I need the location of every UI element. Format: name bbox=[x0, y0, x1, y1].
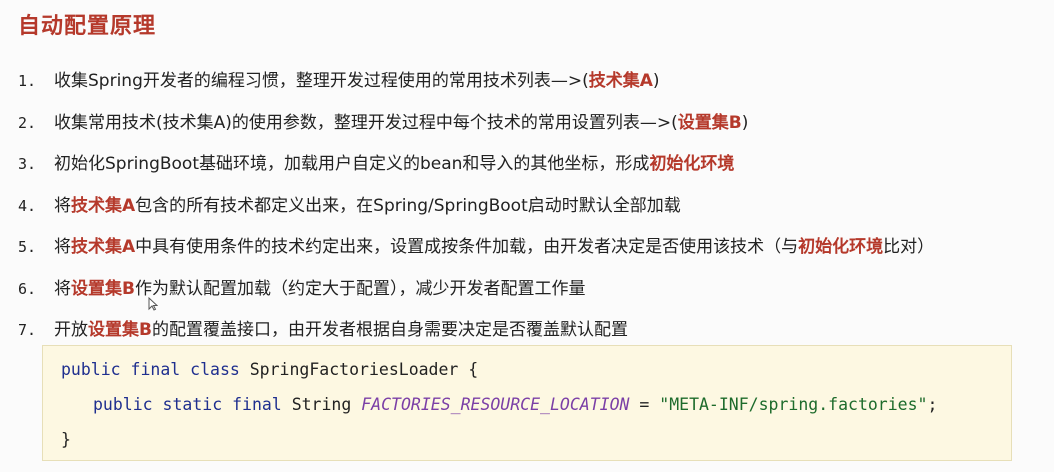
list-item-number: 7. bbox=[18, 321, 37, 339]
list-item: 1. 收集Spring开发者的编程习惯，整理开发过程使用的常用技术列表—>(技术集… bbox=[18, 66, 1048, 108]
code-assign: = bbox=[629, 395, 660, 414]
code-keyword: public final class bbox=[61, 360, 250, 379]
code-constant: FACTORIES_RESOURCE_LOCATION bbox=[361, 395, 630, 414]
highlight-term: 技术集A bbox=[71, 237, 136, 257]
mouse-cursor-icon bbox=[148, 297, 158, 311]
list-item-number: 6. bbox=[18, 279, 37, 298]
list-item-number: 4. bbox=[18, 196, 37, 215]
list-item: 5. 将技术集A中具有使用条件的技术约定出来，设置成按条件加载，由开发者决定是否使… bbox=[18, 232, 1048, 274]
text-segment: 将 bbox=[54, 278, 71, 299]
list-item-text: 收集Spring开发者的编程习惯，整理开发过程使用的常用技术列表—>(技术集A) bbox=[54, 66, 660, 96]
text-segment: 开放 bbox=[54, 320, 88, 340]
code-semicolon: ; bbox=[927, 395, 938, 414]
code-line-1: public final class SpringFactoriesLoader… bbox=[43, 357, 1011, 392]
code-brace-open: { bbox=[458, 360, 479, 379]
text-segment: ) bbox=[652, 71, 660, 91]
list-item-text: 将技术集A包含的所有技术都定义出来，在Spring/SpringBoot启动时默… bbox=[54, 191, 681, 221]
list-item-number: 1. bbox=[18, 72, 37, 90]
text-segment: 中具有使用条件的技术约定出来，设置成按条件加载，由开发者决定是否使用该技术（与 bbox=[135, 237, 799, 257]
list-item: 6. 将设置集B作为默认配置加载（约定大于配置），减少开发者配置工作量 bbox=[18, 274, 1048, 316]
text-segment: 比对） bbox=[883, 237, 935, 257]
code-line-2: public static final String FACTORIES_RES… bbox=[43, 392, 1011, 427]
text-segment: 收集Spring开发者的编程习惯，整理开发过程使用的常用技术列表—>( bbox=[54, 71, 589, 91]
list-item-number: 2. bbox=[18, 113, 37, 132]
list-item-number: 5. bbox=[18, 238, 37, 256]
text-segment: 的配置覆盖接口，由开发者根据自身需要决定是否覆盖默认配置 bbox=[151, 320, 628, 340]
list-item: 2. 收集常用技术(技术集A)的使用参数，整理开发过程中每个技术的常用设置列表—>… bbox=[18, 108, 1048, 150]
text-segment: 包含的所有技术都定义出来，在Spring/SpringBoot启动时默认全部加载 bbox=[135, 195, 681, 216]
list-item-text: 将技术集A中具有使用条件的技术约定出来，设置成按条件加载，由开发者决定是否使用该… bbox=[54, 232, 934, 262]
text-segment: 将 bbox=[54, 237, 71, 257]
code-modifiers: public static final bbox=[93, 395, 292, 414]
text-segment: 作为默认配置加载（约定大于配置），减少开发者配置工作量 bbox=[134, 278, 586, 299]
code-line-3: } bbox=[43, 427, 1011, 462]
highlight-term: 初始化环境 bbox=[798, 237, 884, 257]
code-string: "META-INF/spring.factories" bbox=[659, 395, 928, 414]
text-segment: 将 bbox=[54, 195, 71, 216]
list-item-number: 3. bbox=[18, 155, 37, 173]
code-type: String bbox=[291, 395, 362, 414]
list-item: 7. 开放设置集B的配置覆盖接口，由开发者根据自身需要决定是否覆盖默认配置 bbox=[18, 315, 1048, 357]
highlight-term: 技术集A bbox=[71, 195, 136, 216]
list-item: 3. 初始化SpringBoot基础环境，加载用户自定义的bean和导入的其他坐标… bbox=[18, 149, 1048, 191]
text-segment: ) bbox=[741, 112, 749, 133]
text-segment: 收集常用技术(技术集A)的使用参数，整理开发过程中每个技术的常用设置列表—>( bbox=[54, 112, 678, 133]
list-item-text: 初始化SpringBoot基础环境，加载用户自定义的bean和导入的其他坐标，形… bbox=[54, 149, 734, 179]
list-item-text: 收集常用技术(技术集A)的使用参数，整理开发过程中每个技术的常用设置列表—>(设… bbox=[54, 108, 748, 138]
highlight-term: 初始化环境 bbox=[649, 154, 735, 174]
highlight-term: 技术集A bbox=[588, 71, 653, 91]
principle-list: 1.收集Spring开发者的编程习惯，整理开发过程使用的常用技术列表—>(技术集… bbox=[18, 66, 1048, 357]
highlight-term: 设置集B bbox=[71, 278, 135, 299]
list-item-text: 开放设置集B的配置覆盖接口，由开发者根据自身需要决定是否覆盖默认配置 bbox=[54, 315, 628, 345]
highlight-term: 设置集B bbox=[677, 112, 742, 133]
list-item-text: 将设置集B作为默认配置加载（约定大于配置），减少开发者配置工作量 bbox=[54, 274, 585, 304]
page-title: 自动配置原理 bbox=[18, 14, 157, 39]
text-segment: 初始化SpringBoot基础环境，加载用户自定义的bean和导入的其他坐标，形… bbox=[54, 154, 650, 174]
list-item: 4. 将技术集A包含的所有技术都定义出来，在Spring/SpringBoot启动… bbox=[18, 191, 1048, 233]
code-class-name: SpringFactoriesLoader bbox=[249, 360, 459, 379]
highlight-term: 设置集B bbox=[88, 320, 152, 340]
code-block: public final class SpringFactoriesLoader… bbox=[42, 345, 1012, 461]
code-brace-close: } bbox=[61, 430, 71, 449]
